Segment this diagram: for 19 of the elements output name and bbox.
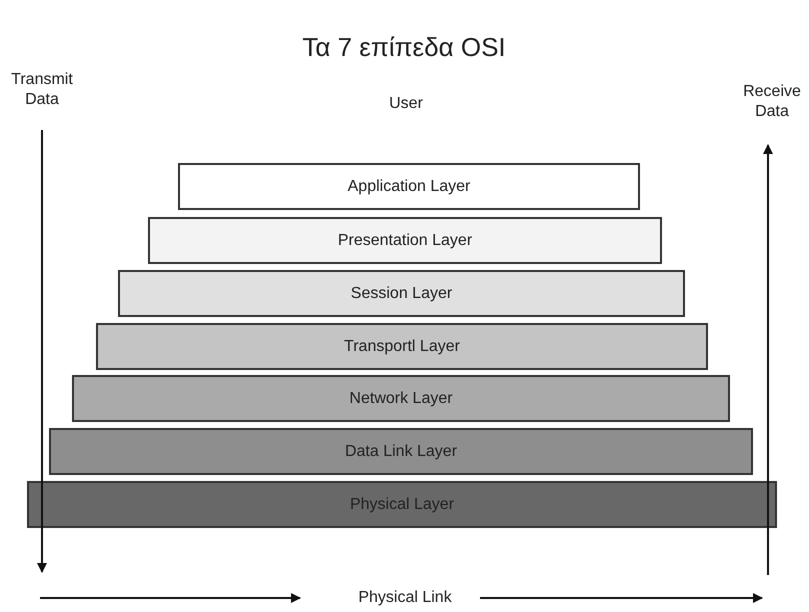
layer-bar [72, 375, 730, 422]
side-label: Transmit Data [10, 70, 74, 110]
layer-bar [148, 217, 662, 264]
diagram-title: Τα 7 επίπεδα OSI [301, 32, 507, 62]
layer-label: Network Layer [349, 390, 453, 408]
layer-bar [96, 323, 708, 370]
layer-label: Physical Layer [350, 496, 454, 514]
side-label: Receive Data [742, 82, 802, 122]
axis-label: Physical Link [357, 588, 453, 608]
layer-label: Session Layer [350, 284, 452, 302]
layer-bar [118, 270, 685, 317]
side-label: User [388, 94, 424, 114]
layer-label: Transportl Layer [344, 338, 460, 356]
layer-bar [27, 481, 777, 528]
layer-bar [49, 428, 753, 475]
layer-bar [178, 163, 640, 210]
layer-label: Application Layer [348, 178, 470, 196]
layer-label: Presentation Layer [338, 232, 472, 250]
layer-label: Data Link Layer [344, 442, 458, 460]
